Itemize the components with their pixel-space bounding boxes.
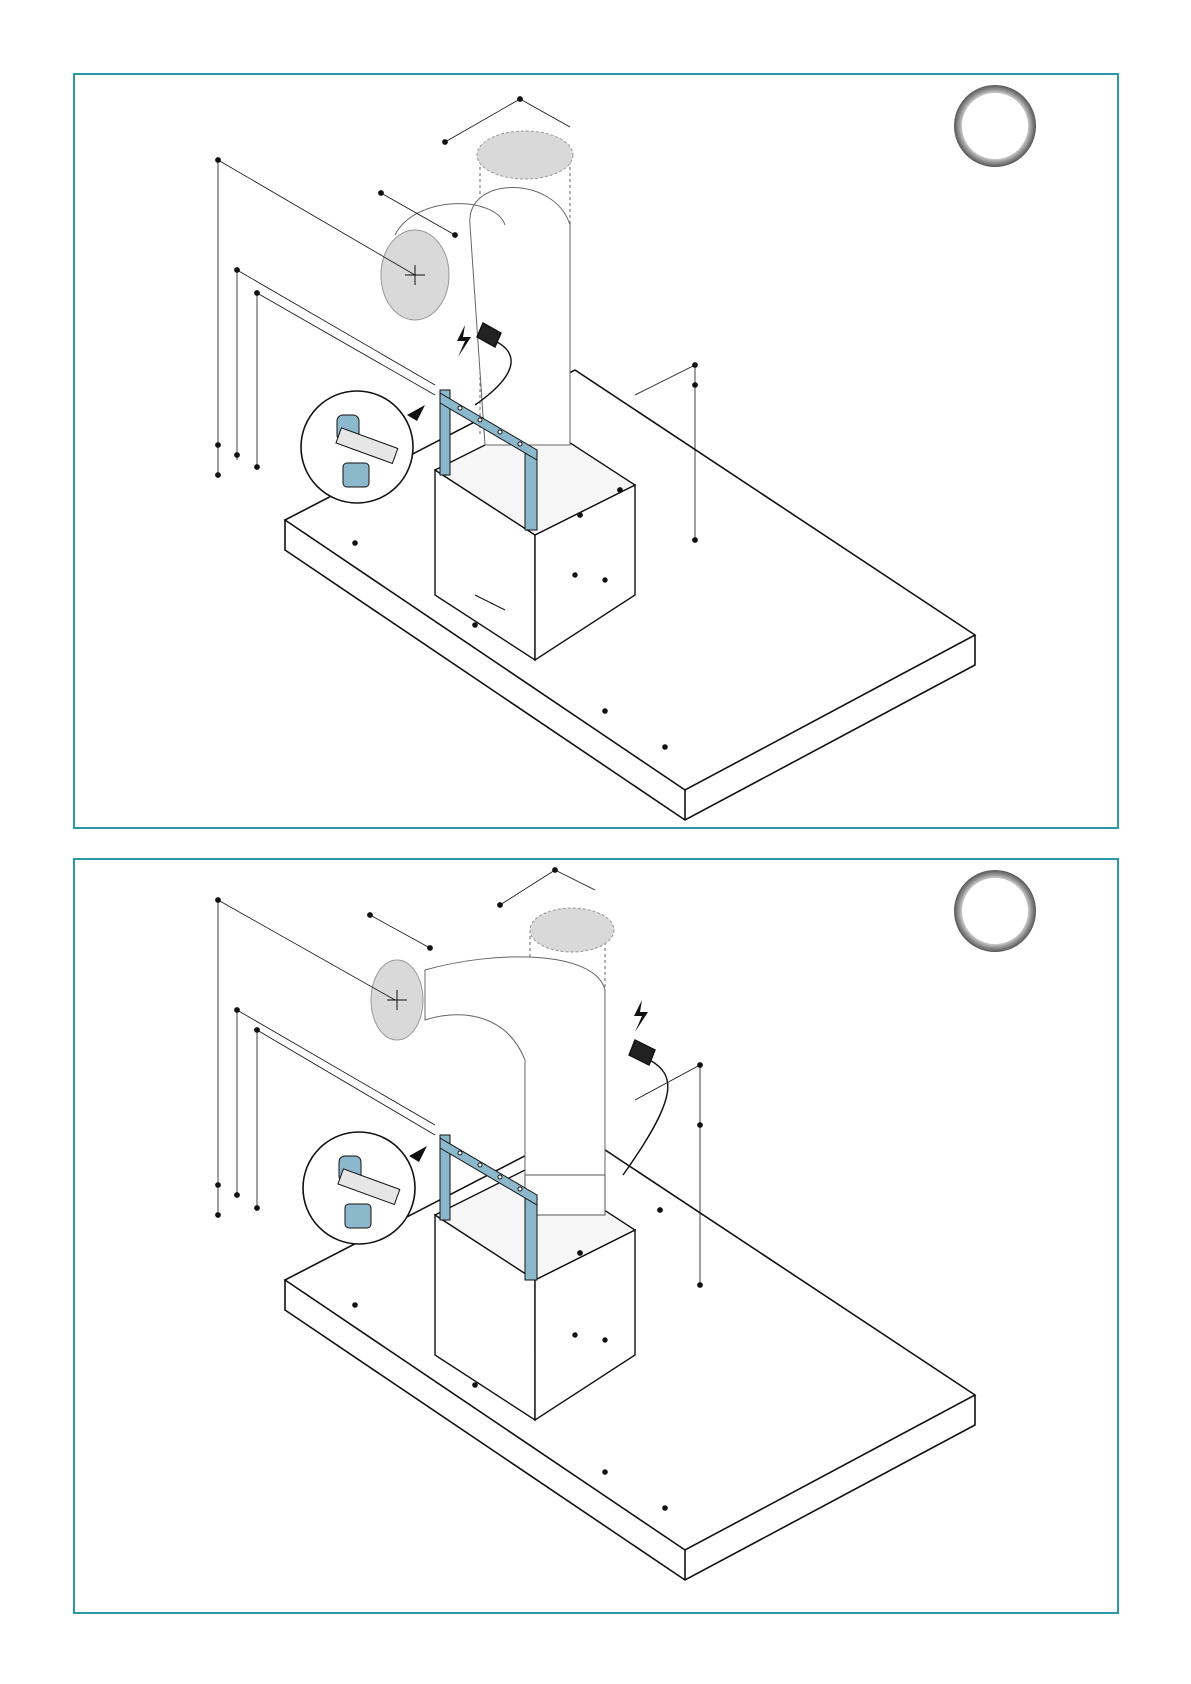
step-number [1021,85,1107,171]
duct-outlet-top [477,131,573,179]
lightning-bolt-icon [457,325,471,357]
hood-installation-diagram-1 [75,75,1119,829]
lightning-bolt-icon [634,1000,648,1032]
power-plug-icon [623,1040,668,1175]
duct-outlet-top [530,908,614,952]
step-number [1021,870,1107,956]
instruction-panel-2 [73,858,1119,1614]
instruction-panel-1 [73,73,1119,829]
hood-installation-diagram-2 [75,860,1119,1614]
